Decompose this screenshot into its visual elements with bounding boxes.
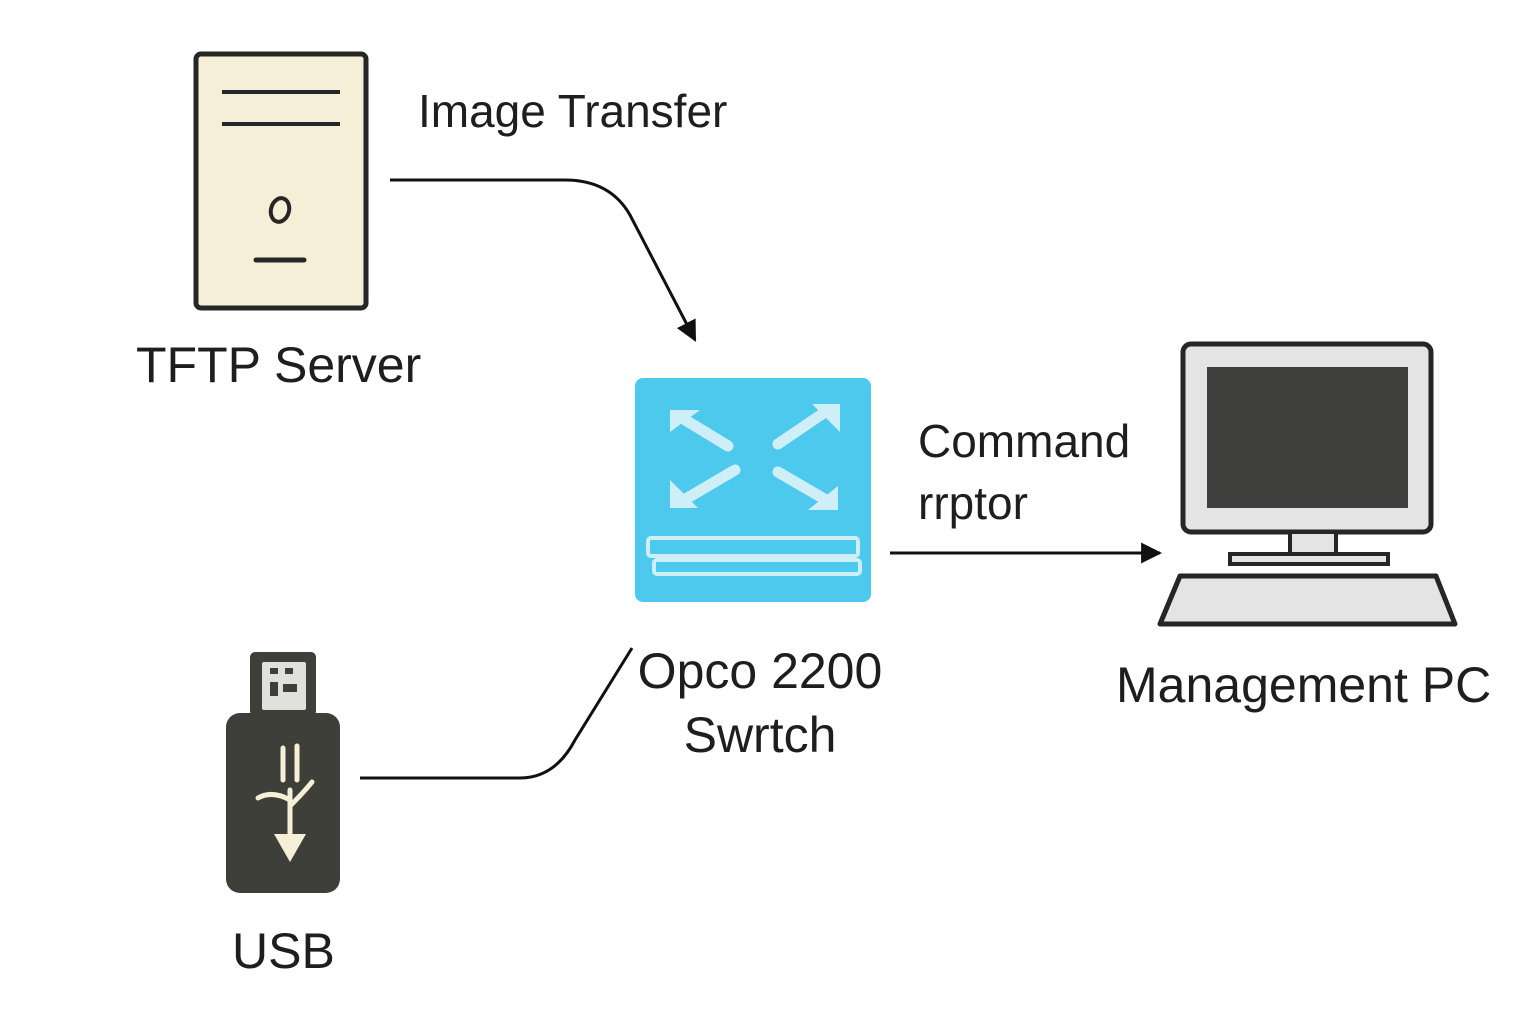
switch-label-line1: Opco 2200 (637, 643, 883, 699)
image-transfer-edge (390, 178, 697, 342)
tftp-server-label: TFTP Server (136, 337, 422, 393)
switch-label-line2: Swrtch (683, 707, 837, 763)
server-icon (193, 51, 369, 311)
management-pc-label: Management PC (1116, 657, 1492, 713)
usb-drive-icon (226, 652, 340, 893)
command-label-line2: rrptor (918, 477, 1028, 529)
usb-link-edge (360, 647, 634, 780)
image-transfer-label: Image Transfer (418, 85, 728, 137)
command-label-line1: Command (918, 415, 1131, 467)
switch-icon (635, 378, 871, 602)
usb-label: USB (232, 923, 335, 979)
desktop-computer-icon (1157, 341, 1458, 627)
